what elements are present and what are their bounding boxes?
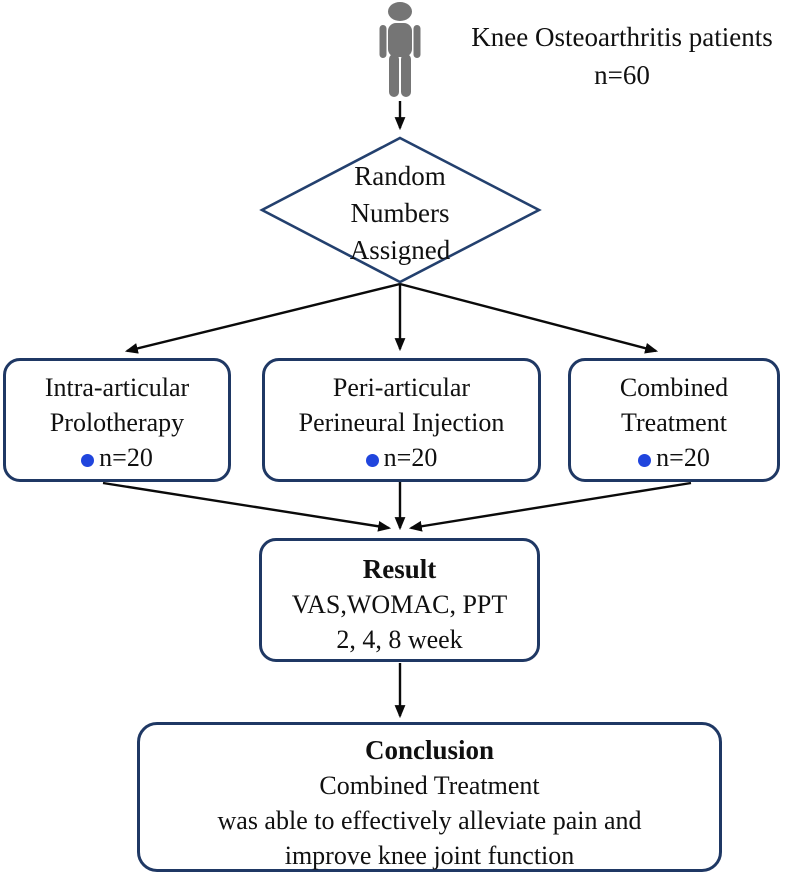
arrow-group3-to-result xyxy=(408,481,692,532)
person-leg-right xyxy=(401,54,411,97)
conclusion-box: Conclusion Combined Treatment was able t… xyxy=(137,722,722,872)
conclusion-line1: Combined Treatment xyxy=(319,771,540,800)
group-box-peri-articular-perineural-injection: Peri-articular Perineural Injection n=20 xyxy=(262,358,541,482)
bullet-icon xyxy=(81,454,95,467)
result-title: Result xyxy=(362,554,437,584)
group1-count-line: n=20 xyxy=(6,440,228,475)
group2-line2: Perineural Injection xyxy=(298,408,505,437)
randomizer-label: Random Numbers Assigned xyxy=(310,158,490,269)
group1-line2: Prolotherapy xyxy=(49,408,185,437)
header-count: n=60 xyxy=(594,60,650,90)
result-line1: VAS,WOMAC, PPT xyxy=(291,590,508,619)
conclusion-title: Conclusion xyxy=(364,735,495,765)
person-arm-left xyxy=(379,25,387,58)
header-title: Knee Osteoarthritis patients xyxy=(471,22,773,52)
conclusion-line3: improve knee joint function xyxy=(284,841,575,870)
bullet-icon xyxy=(365,454,379,467)
person-head xyxy=(388,2,412,21)
randomizer-line1: Random xyxy=(354,161,446,191)
group3-line2: Treatment xyxy=(621,408,727,437)
randomizer-line2: Numbers xyxy=(350,198,450,228)
arrow-diamond-to-group1 xyxy=(124,282,401,354)
arrow-group1-to-result xyxy=(102,481,392,532)
group3-count: n=20 xyxy=(656,443,710,472)
group-box-intra-articular-prolotherapy: Intra-articular Prolotherapy n=20 xyxy=(3,358,231,482)
group3-line1: Combined xyxy=(619,373,729,402)
arrow-diamond-to-group3 xyxy=(399,282,659,354)
group2-line1: Peri-articular xyxy=(332,373,471,402)
person-leg-left xyxy=(389,54,399,97)
result-box: Result VAS,WOMAC, PPT 2, 4, 8 week xyxy=(259,538,540,662)
header-block: Knee Osteoarthritis patients n=60 xyxy=(455,18,789,94)
group1-line1: Intra-articular xyxy=(44,373,190,402)
diamond-shape xyxy=(259,136,542,284)
conclusion-line2: was able to effectively alleviate pain a… xyxy=(217,806,642,835)
person-icon xyxy=(379,2,421,97)
group1-count: n=20 xyxy=(99,443,153,472)
person-torso xyxy=(388,23,412,57)
result-line2: 2, 4, 8 week xyxy=(336,625,463,654)
group2-count-line: n=20 xyxy=(265,440,538,475)
group3-count-line: n=20 xyxy=(571,440,777,475)
bullet-icon xyxy=(638,454,652,467)
group2-count: n=20 xyxy=(383,443,438,472)
person-arm-right xyxy=(413,25,421,58)
randomizer-line3: Assigned xyxy=(349,235,451,265)
group-box-combined-treatment: Combined Treatment n=20 xyxy=(568,358,780,482)
